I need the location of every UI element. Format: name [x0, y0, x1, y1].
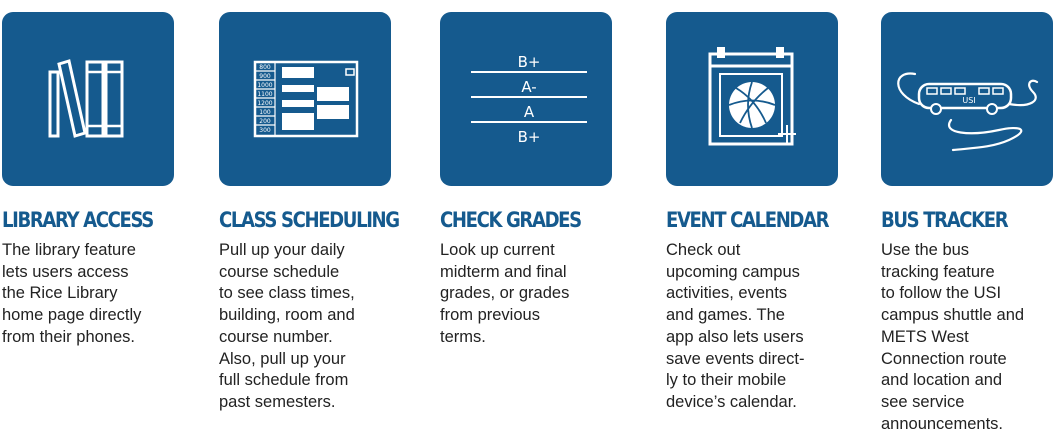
class-scheduling-tile: 800 900 1000 1100 1200 100 200 300 [219, 12, 391, 186]
feature-description: Look up current midterm and final grades… [440, 241, 570, 346]
svg-text:900: 900 [259, 73, 271, 80]
svg-text:1100: 1100 [257, 91, 272, 98]
calendar-basketball-icon [708, 47, 796, 146]
basketball-icon [728, 81, 776, 129]
svg-text:800: 800 [259, 64, 271, 71]
feature-description: The library feature lets users access th… [2, 241, 142, 346]
check-grades-tile: B+ A- A B+ [440, 12, 612, 186]
feature-title: BUS TRACKER [881, 208, 1009, 232]
bus-route-icon: USI [897, 72, 1039, 152]
svg-text:200: 200 [259, 118, 271, 125]
svg-text:300: 300 [259, 127, 271, 134]
feature-event-calendar: EVENT CALENDAR Check out upcoming campus… [666, 12, 838, 414]
svg-text:B+: B+ [518, 53, 541, 71]
svg-text:1200: 1200 [257, 100, 272, 107]
plus-icon [778, 125, 796, 143]
event-calendar-tile [666, 12, 838, 186]
feature-title: CLASS SCHEDULING [219, 208, 400, 232]
feature-description: Pull up your daily course schedule to se… [219, 241, 355, 411]
feature-library-access: LIBRARY ACCESS The library feature lets … [2, 12, 174, 349]
feature-description: Use the bus tracking feature to follow t… [881, 241, 1025, 433]
svg-text:USI: USI [962, 96, 975, 105]
feature-class-scheduling: 800 900 1000 1100 1200 100 200 300 C [219, 12, 400, 414]
feature-title: LIBRARY ACCESS [2, 208, 154, 232]
feature-description: Check out upcoming campus activities, ev… [666, 241, 805, 411]
feature-title: EVENT CALENDAR [666, 208, 830, 232]
svg-text:A: A [524, 103, 535, 121]
svg-text:A-: A- [521, 78, 536, 96]
library-tile [2, 12, 174, 186]
grades-list-icon: B+ A- A B+ [471, 53, 587, 146]
schedule-grid-icon: 800 900 1000 1100 1200 100 200 300 [253, 60, 359, 138]
feature-title: CHECK GRADES [440, 208, 582, 232]
bus-tracker-tile: USI [881, 12, 1053, 186]
svg-text:1000: 1000 [257, 82, 272, 89]
feature-check-grades: B+ A- A B+ CHECK GRADES Look up current … [440, 12, 612, 349]
svg-text:100: 100 [259, 109, 271, 116]
feature-bus-tracker: USI BUS TRACKER Use the bus tracking fea… [881, 12, 1053, 435]
svg-text:B+: B+ [518, 128, 541, 146]
books-icon [48, 59, 124, 138]
